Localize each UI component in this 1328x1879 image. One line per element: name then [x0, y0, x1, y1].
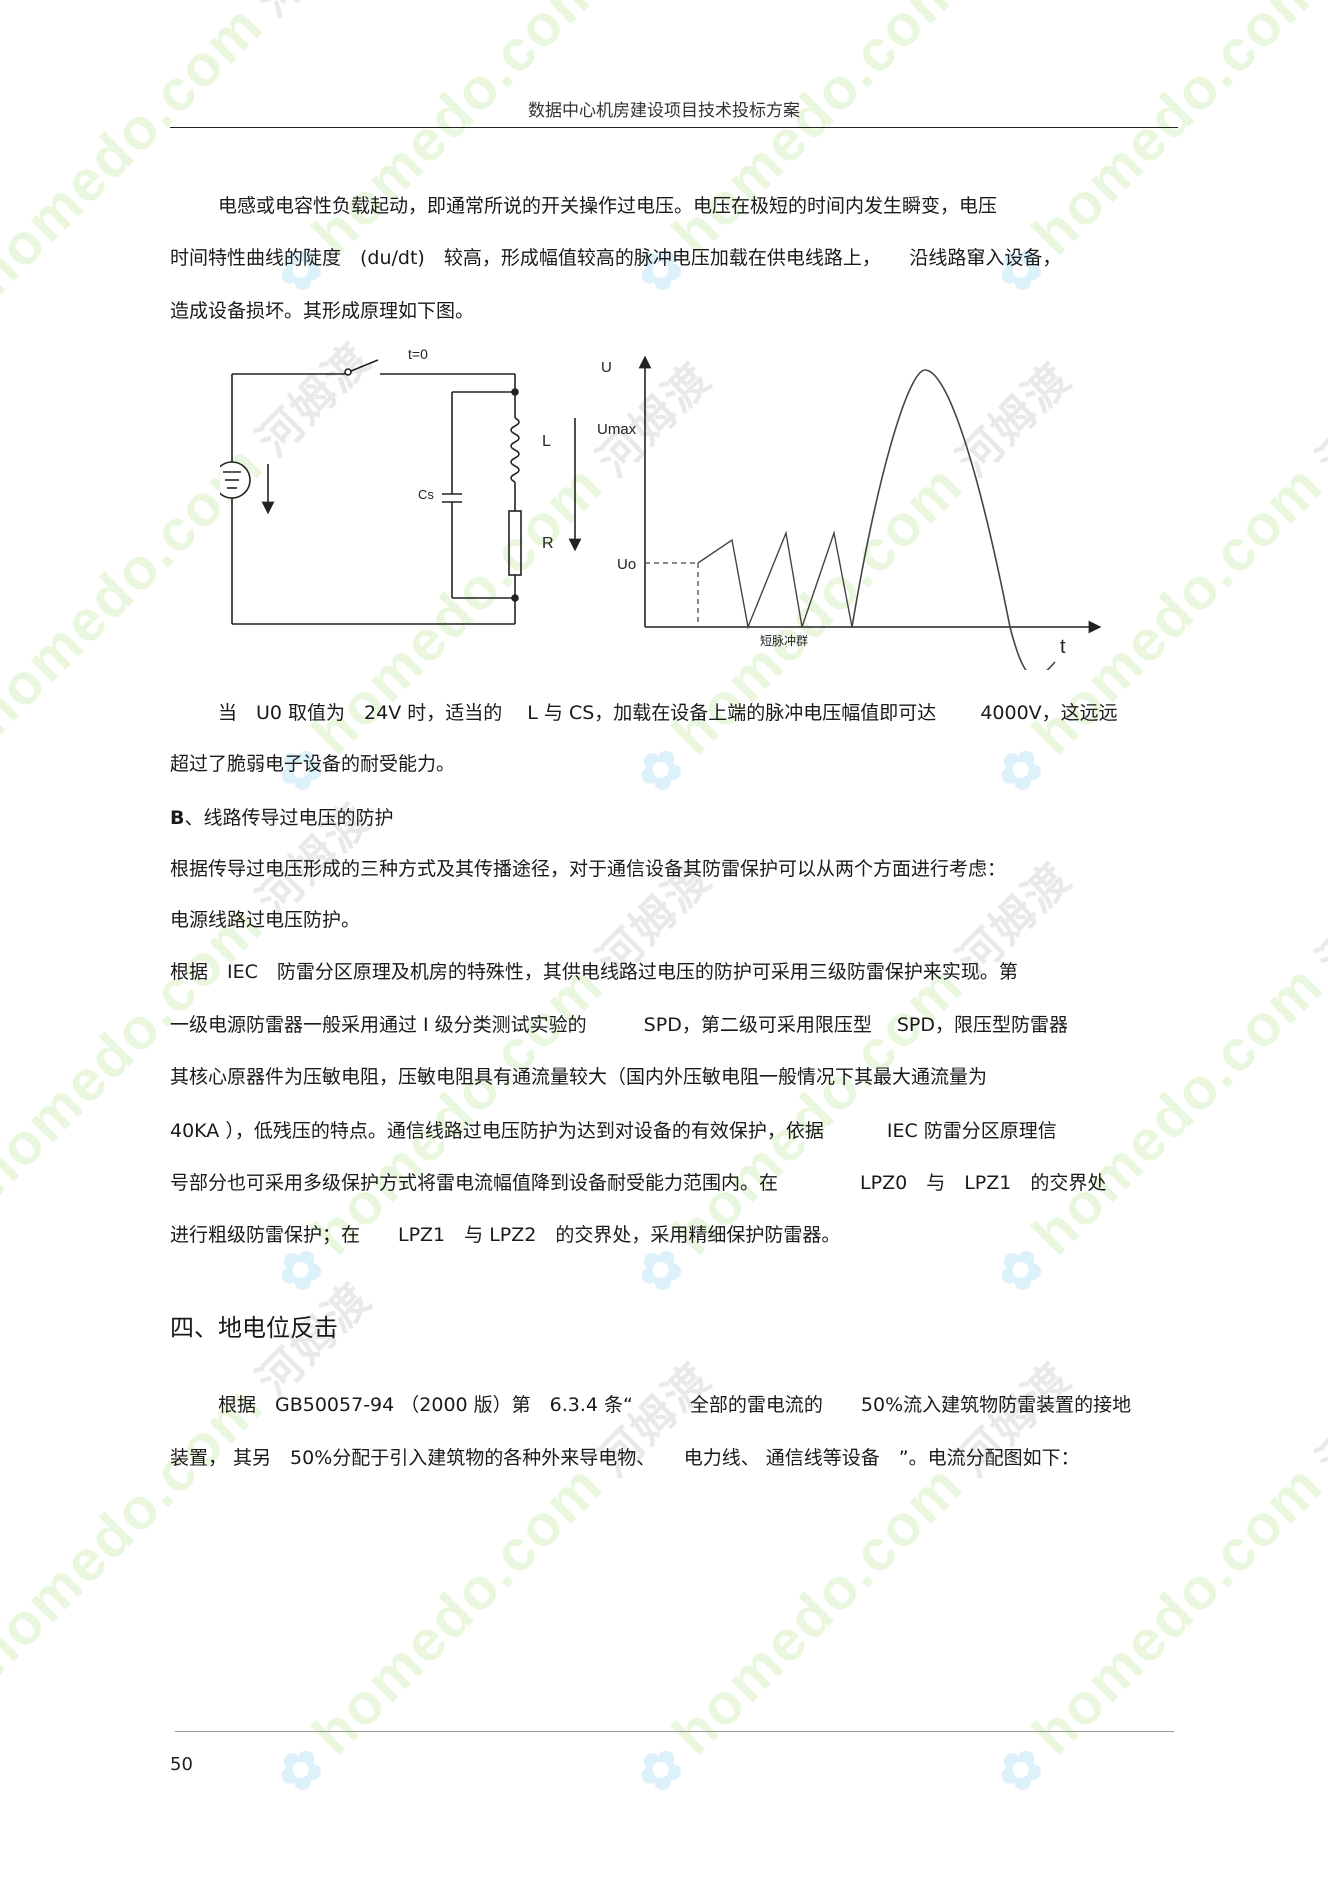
section-heading: 四、地电位反击 [170, 1314, 338, 1342]
resistor [508, 510, 522, 576]
header-title: 数据中心机房建设项目技术投标方案 [528, 101, 800, 121]
figure-svg: t=0 U₀ L Cs R U Umax Uo 短脉冲群 t [170, 346, 1102, 678]
burst-label: 短脉冲群 [760, 633, 808, 648]
short-pulse-burst [697, 530, 853, 630]
paragraph: 时间特性曲线的陡度 (du/dt) 较高，形成幅值较高的脉冲电压加载在供电线路上… [170, 247, 1062, 269]
subsection-letter: B [170, 807, 185, 829]
overvoltage-figure: t=0 U₀ L Cs R U Umax Uo 短脉冲群 t [170, 340, 1120, 678]
y-axis-label: U [601, 359, 612, 376]
paragraph: 根据 IEC 防雷分区原理及机房的特殊性，其供电线路过电压的防护可采用三级防雷保… [170, 961, 1018, 983]
subsection-title: 、线路传导过电压的防护 [184, 807, 394, 829]
paragraph: 电感或电容性负载起动，即通常所说的开关操作过电压。电压在极短的时间内发生瞬变，电… [218, 195, 998, 217]
switch-blade [350, 359, 379, 372]
waveform-chart: U Umax Uo 短脉冲群 t [597, 355, 1102, 678]
inductor-coil [510, 417, 520, 483]
paragraph: 进行粗级防雷保护；在 LPZ1 与 LPZ2 的交界处，采用精细保护防雷器。 [170, 1224, 841, 1246]
surge-pulse [851, 369, 1056, 678]
t-axis-label: t [1060, 636, 1066, 658]
capacitor-label: Cs [418, 487, 434, 502]
paragraph: 号部分也可采用多级保护方式将雷电流幅值降到设备耐受能力范围内。在 LPZ0 与 … [170, 1172, 1107, 1194]
switch-label: t=0 [408, 346, 428, 362]
footer-divider [175, 1731, 1174, 1732]
umax-label: Umax [597, 421, 637, 438]
paragraph: 根据 GB50057-94 （2000 版）第 6.3.4 条“ 全部的雷电流的… [218, 1394, 1132, 1416]
uo-label: Uo [617, 556, 636, 573]
paragraph: 一级电源防雷器一般采用通过 Ⅰ 级分类测试实验的 SPD，第二级可采用限压型 S… [170, 1014, 1069, 1036]
paragraph: 造成设备损坏。其形成原理如下图。 [170, 300, 475, 322]
paragraph: 超过了脆弱电子设备的耐受能力。 [170, 753, 456, 775]
page-number: 50 [170, 1754, 193, 1775]
resistor-label: R [542, 535, 554, 552]
paragraph: 当 U0 取值为 24V 时，适当的 L 与 CS，加载在设备上端的脉冲电压幅值… [218, 702, 1118, 724]
flower-icon: ✿ [624, 1732, 699, 1806]
paragraph: 装置， 其另 50%分配于引入建筑物的各种外来导电物、 电力线、 通信线等设备 … [170, 1447, 1080, 1469]
paragraph: 40KA ），低残压的特点。通信线路过电压防护为达到对设备的有效保护，依据 IE… [170, 1120, 1057, 1142]
paragraph: 电源线路过电压防护。 [170, 909, 361, 931]
watermark: ✿homedo.com河姆渡 [0, 0, 381, 308]
flower-icon: ✿ [264, 1732, 339, 1806]
paragraph: 其核心原器件为压敏电阻，压敏电阻具有通流量较大（国内外压敏电阻一般情况下其最大通… [170, 1066, 988, 1088]
header-divider [170, 127, 1178, 128]
inductor-label: L [542, 433, 551, 450]
circuit-diagram [213, 359, 582, 625]
flower-icon: ✿ [984, 1732, 1059, 1806]
paragraph: 根据传导过电压形成的三种方式及其传播途径，对于通信设备其防雷保护可以从两个方面进… [170, 858, 1007, 880]
subsection-heading: B、线路传导过电压的防护 [170, 805, 1170, 831]
